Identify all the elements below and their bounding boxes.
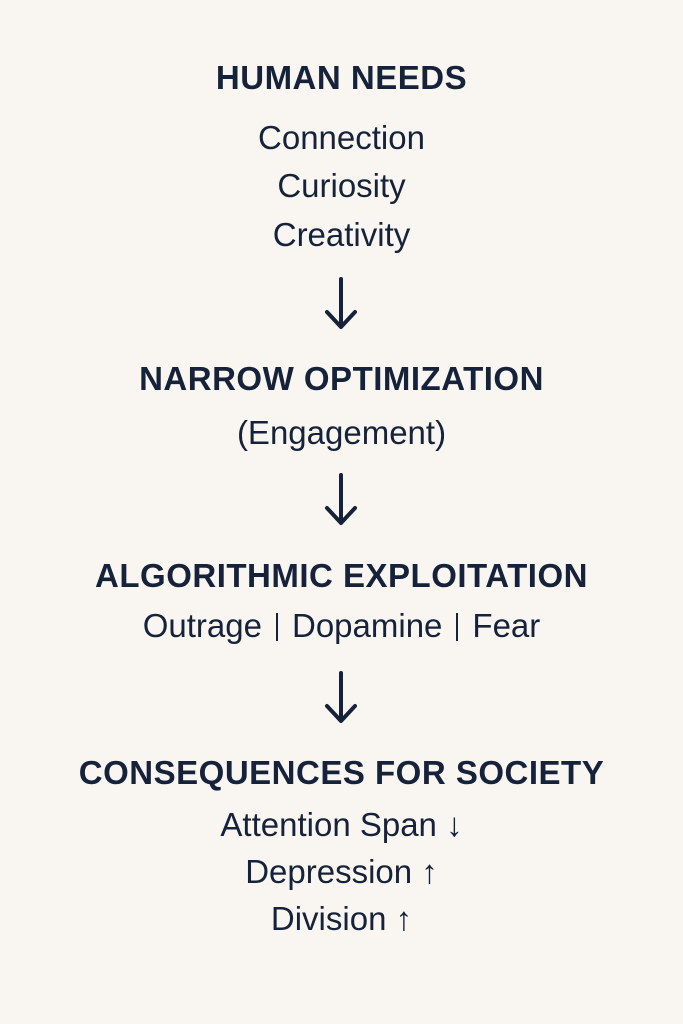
consequence-attention-span: Attention Span ↓ (220, 806, 463, 843)
exploitation-item-outrage: Outrage (142, 607, 262, 644)
separator (275, 613, 278, 641)
exploitation-items: Outrage Dopamine Fear (0, 606, 683, 646)
arrow-down-icon (321, 670, 361, 726)
narrow-optimization-heading: NARROW OPTIMIZATION (139, 360, 544, 397)
separator (456, 613, 459, 641)
need-item-creativity: Creativity (272, 216, 411, 253)
engagement-label: (Engagement) (236, 414, 447, 451)
arrow-down-icon (321, 472, 361, 528)
human-needs-heading: HUMAN NEEDS (215, 59, 468, 96)
consequence-depression: Depression ↑ (245, 853, 438, 890)
exploitation-item-dopamine: Dopamine (291, 607, 443, 644)
algorithmic-exploitation-heading: ALGORITHMIC EXPLOITATION (95, 557, 588, 594)
need-item-connection: Connection (258, 119, 425, 156)
need-item-curiosity: Curiosity (277, 167, 406, 204)
consequence-division: Division ↑ (270, 900, 413, 937)
consequences-heading: CONSEQUENCES FOR SOCIETY (78, 754, 605, 791)
arrow-down-icon (321, 276, 361, 332)
exploitation-item-fear: Fear (472, 607, 541, 644)
